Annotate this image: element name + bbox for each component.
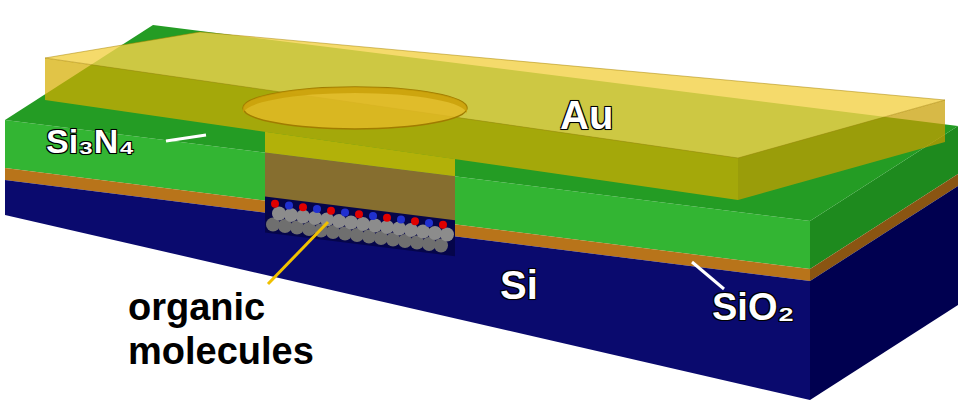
molecule-endgroup (397, 216, 405, 224)
material-label: SiO₂ (712, 286, 812, 330)
molecule-endgroup (439, 221, 447, 229)
molecule-endgroup (313, 205, 321, 213)
material-label: Si₃N₄ (46, 122, 176, 161)
gold-dimple-wall (243, 87, 467, 114)
material-label: Au (560, 92, 670, 138)
leader-line (268, 222, 328, 284)
molecule-endgroup (355, 210, 363, 218)
leader-line (166, 135, 206, 141)
molecule-endgroup (327, 207, 335, 215)
molecule-atom (308, 211, 322, 225)
molecule-atom (356, 217, 370, 231)
gold-dimple (243, 87, 467, 129)
molecule-atom (380, 220, 394, 234)
molecule-endgroup (383, 214, 391, 222)
molecule-atom (368, 219, 382, 233)
leader-line (692, 262, 724, 289)
molecule-endgroup (285, 202, 293, 210)
molecule-atom (440, 228, 454, 242)
molecule-atom (296, 210, 310, 224)
molecule-atom (344, 216, 358, 230)
molecule-endgroup (425, 219, 433, 227)
molecule-endgroup (411, 217, 419, 225)
molecule-atom (284, 208, 298, 222)
gold-top (45, 32, 945, 158)
molecule-atom (272, 207, 286, 221)
molecule-atom (392, 222, 406, 236)
material-label: Si (500, 262, 580, 308)
molecule-endgroup (369, 212, 377, 220)
molecule-endgroup (271, 200, 279, 208)
silicon-side (810, 186, 958, 400)
nitride-top (5, 25, 958, 221)
molecule-atom (428, 226, 442, 240)
molecule-endgroup (341, 209, 349, 217)
part-label: organic molecules (128, 286, 368, 373)
molecule-endgroup (299, 203, 307, 211)
